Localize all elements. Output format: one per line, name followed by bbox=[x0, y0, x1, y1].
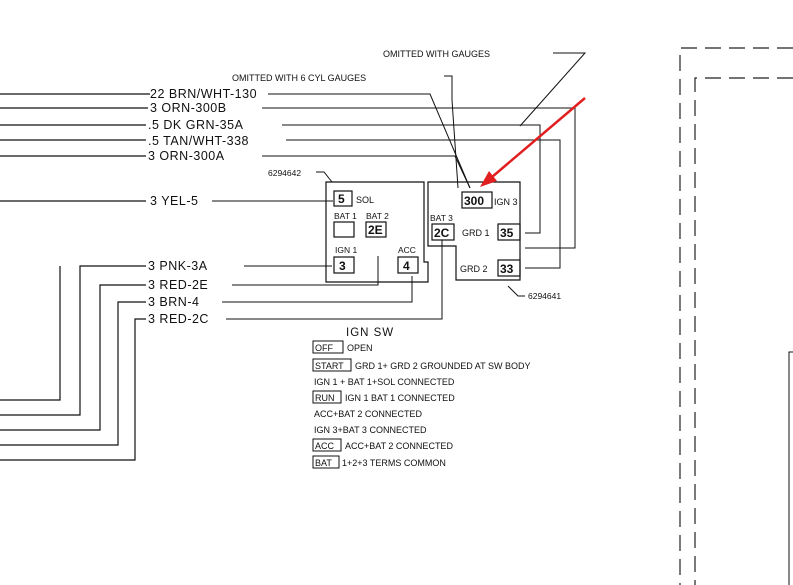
connector-right bbox=[427, 181, 521, 281]
left-sol-terminal: 5 bbox=[338, 192, 345, 206]
wire-label-7: 3 PNK-3A bbox=[148, 259, 208, 273]
part-number-right: 6294641 bbox=[528, 291, 561, 301]
wire-label-10: 3 RED-2C bbox=[148, 312, 209, 326]
right-grd2-label: GRD 2 bbox=[460, 264, 488, 274]
left-bat2-terminal: 2E bbox=[368, 223, 383, 237]
wire-label-8: 3 RED-2E bbox=[148, 278, 208, 292]
left-ign-label: IGN 1 bbox=[335, 245, 357, 255]
legend-line-5: ACC+BAT 2 CONNECTED bbox=[314, 409, 422, 419]
left-bat1-label: BAT 1 bbox=[334, 211, 357, 221]
wire-label-5: 3 ORN-300A bbox=[148, 149, 225, 163]
legend-line-3: IGN 1 + BAT 1+SOL CONNECTED bbox=[314, 377, 455, 387]
right-bat3-terminal: 2C bbox=[434, 226, 450, 240]
legend-acc-key: ACC bbox=[315, 441, 335, 451]
part-number-left: 6294642 bbox=[268, 168, 301, 178]
dashed-outline bbox=[679, 47, 793, 585]
red-arrow-icon bbox=[480, 97, 586, 187]
legend-run-key: RUN bbox=[315, 393, 335, 403]
right-grd2-terminal: 33 bbox=[500, 262, 514, 276]
note-leaders bbox=[444, 52, 587, 189]
legend-off-key: OFF bbox=[315, 343, 333, 353]
ign-switch-legend: IGN SW OFF OPEN START GRD 1+ GRD 2 GROUN… bbox=[312, 327, 530, 469]
wire-lines bbox=[0, 93, 150, 461]
legend-acc-text: ACC+BAT 2 CONNECTED bbox=[345, 441, 453, 451]
note-omitted-gauges: OMITTED WITH GAUGES bbox=[383, 49, 490, 59]
legend-run-text: IGN 1 BAT 1 CONNECTED bbox=[345, 393, 455, 403]
wire-routes bbox=[212, 93, 576, 320]
left-sol-label: SOL bbox=[356, 195, 374, 205]
legend-bat-key: BAT bbox=[315, 458, 332, 468]
right-grd1-label: GRD 1 bbox=[462, 228, 490, 238]
left-acc-terminal: 4 bbox=[403, 259, 410, 273]
left-bat2-label: BAT 2 bbox=[366, 211, 389, 221]
connector-left bbox=[325, 181, 429, 283]
legend-bat-text: 1+2+3 TERMS COMMON bbox=[342, 458, 446, 468]
right-ign3-terminal: 300 bbox=[464, 194, 484, 208]
wire-label-1: 22 BRN/WHT-130 bbox=[150, 87, 257, 101]
right-ign3-label: IGN 3 bbox=[494, 197, 518, 207]
wire-label-9: 3 BRN-4 bbox=[148, 295, 199, 309]
legend-off-text: OPEN bbox=[347, 343, 373, 353]
legend-start-key: START bbox=[315, 361, 344, 371]
legend-line-6: IGN 3+BAT 3 CONNECTED bbox=[314, 425, 427, 435]
legend-start-text: GRD 1+ GRD 2 GROUNDED AT SW BODY bbox=[355, 361, 530, 371]
note-omitted-6cyl: OMITTED WITH 6 CYL GAUGES bbox=[232, 73, 366, 83]
legend-title: IGN SW bbox=[346, 327, 394, 339]
wire-label-3: .5 DK GRN-35A bbox=[148, 118, 244, 132]
wire-label-4: .5 TAN/WHT-338 bbox=[148, 134, 249, 148]
left-acc-label: ACC bbox=[398, 245, 416, 255]
left-ign-terminal: 3 bbox=[339, 259, 346, 273]
right-grd1-terminal: 35 bbox=[500, 226, 514, 240]
right-bat3-label: BAT 3 bbox=[430, 213, 453, 223]
wire-label-6: 3 YEL-5 bbox=[150, 194, 198, 208]
wire-label-2: 3 ORN-300B bbox=[150, 101, 227, 115]
